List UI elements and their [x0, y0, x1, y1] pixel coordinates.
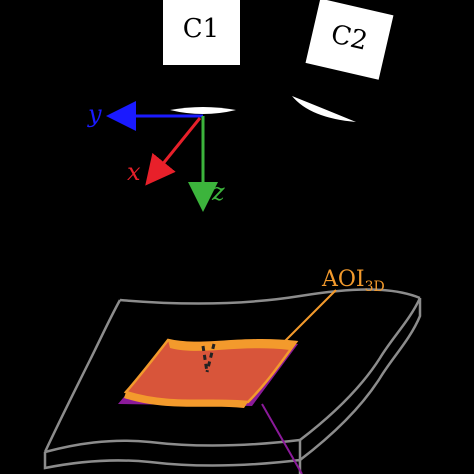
plate-back-edge [119, 288, 421, 305]
y-axis-label: y [87, 100, 102, 128]
aoi-label: AOI3D [321, 267, 385, 295]
plate-right-edge [299, 297, 422, 441]
projection-leader-line [261, 403, 303, 474]
aoi-rim-highlight [168, 340, 296, 351]
camera-c2: C2 [292, 0, 394, 122]
plate-left-edge [43, 299, 122, 453]
plate-thickness-right [298, 298, 422, 463]
plate-front-edge [44, 438, 301, 454]
aoi-annotation: AOI3D [261, 267, 385, 474]
specimen-plate [43, 288, 422, 474]
x-axis-label: x [127, 158, 141, 186]
camera-c1-body [163, 0, 240, 65]
x-axis-arrow [145, 117, 202, 186]
aoi-3d-patch [118, 338, 299, 408]
z-axis-label: z [211, 178, 225, 206]
camera-c2-lens [292, 96, 356, 122]
camera-c1-label: C1 [183, 14, 219, 44]
camera-ray-1 [201, 345, 209, 373]
plate-thickness-front [43, 452, 302, 474]
aoi-label-subscript: 3D [365, 279, 385, 295]
camera-ray-2 [205, 343, 216, 373]
camera-c1-lens [170, 107, 236, 114]
aoi-label-main: AOI [321, 267, 365, 292]
aoi-leader-line [281, 289, 337, 345]
camera-c1: C1 [163, 0, 240, 114]
aoi-front-highlight [124, 392, 248, 408]
coordinate-axes: y x z [87, 100, 225, 212]
camera-c2-body [305, 0, 394, 80]
